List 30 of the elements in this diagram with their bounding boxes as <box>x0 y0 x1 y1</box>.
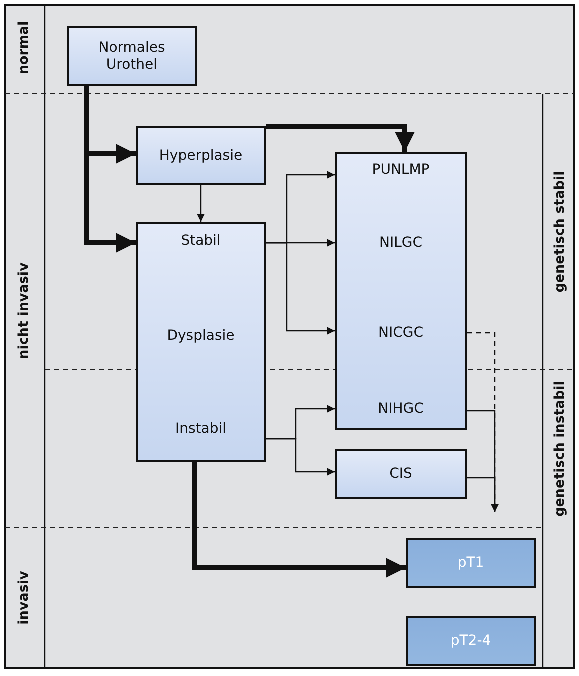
arrow <box>266 242 335 335</box>
stage-label: Instabil <box>174 421 228 438</box>
stage-label: Normales Urothel <box>98 40 166 74</box>
arrow <box>197 185 205 222</box>
stage-box <box>335 152 467 430</box>
zone-label: genetisch stabil <box>552 171 568 293</box>
stage-label: PUNLMP <box>371 162 431 179</box>
stage-box <box>67 26 197 86</box>
stage-label: CIS <box>388 466 414 483</box>
zone-label: nicht invasiv <box>16 262 32 360</box>
arrow <box>266 438 335 476</box>
stage-box <box>136 222 266 462</box>
stage-label: Hyperplasie <box>158 148 244 165</box>
stage-box <box>406 538 536 588</box>
stage-box <box>335 449 467 499</box>
zone-label: normal <box>16 21 32 75</box>
stage-label: pT1 <box>456 555 486 572</box>
arrow <box>467 477 499 512</box>
zone-label: invasiv <box>16 571 32 625</box>
stage-label: Dysplasie <box>166 328 236 345</box>
arrow <box>192 462 406 578</box>
stage-label: NILGC <box>378 235 424 252</box>
stage-box <box>406 616 536 666</box>
stage-label: pT2-4 <box>450 633 492 650</box>
zone-label: genetisch instabil <box>552 381 568 517</box>
stage-label: NICGC <box>377 325 424 342</box>
stage-label: NIHGC <box>377 401 425 418</box>
arrow <box>266 124 415 152</box>
stage-label: Stabil <box>180 233 222 250</box>
stage-box <box>136 126 266 185</box>
